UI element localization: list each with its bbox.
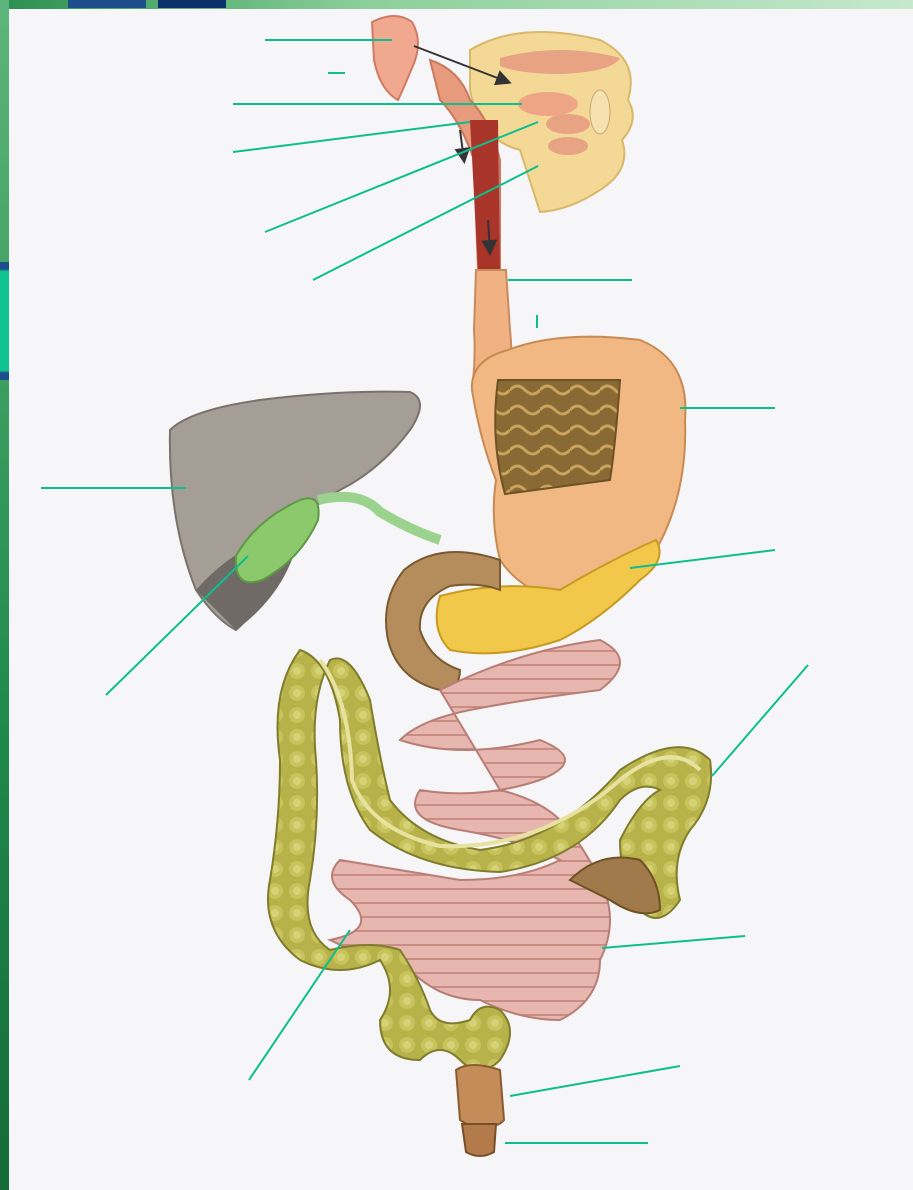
- rectum: [456, 1065, 504, 1127]
- bile-duct: [318, 497, 440, 540]
- teeth: [590, 90, 610, 134]
- large-intestine: [268, 650, 711, 1070]
- leader-6: [313, 166, 538, 280]
- stomach-interior: [495, 380, 620, 494]
- leader-4: [233, 122, 470, 152]
- nasal-cavity: [372, 16, 418, 100]
- leader-16: [510, 1066, 680, 1096]
- leader-13: [712, 665, 808, 776]
- anal-canal: [462, 1124, 496, 1156]
- salivary-gland-1: [546, 114, 590, 134]
- salivary-gland-2: [548, 137, 588, 155]
- leader-14: [602, 936, 745, 948]
- tongue: [518, 92, 578, 116]
